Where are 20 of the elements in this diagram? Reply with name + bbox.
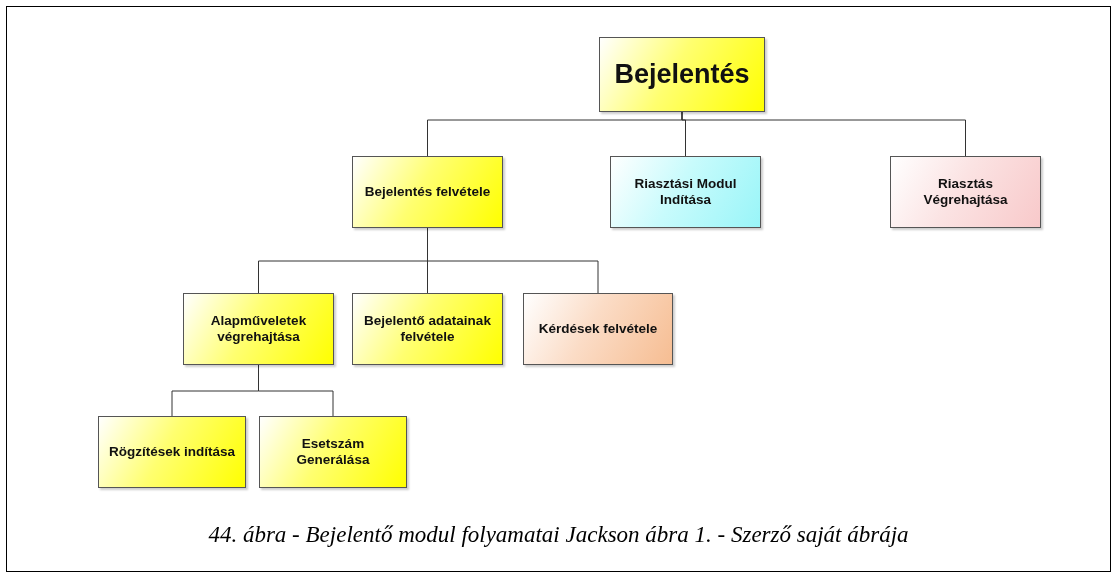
box-label: Bejelentő adatainak felvétele bbox=[363, 312, 492, 346]
connector-line bbox=[681, 111, 966, 157]
box-label: Alapműveletek végrehajtása bbox=[209, 312, 308, 346]
box-label: Riasztás Végrehajtása bbox=[922, 175, 1009, 209]
box-label: Riasztási Modul Indítása bbox=[633, 175, 738, 209]
process-box bbox=[98, 416, 246, 488]
process-box bbox=[183, 293, 334, 365]
figure-caption: 44. ábra - Bejelentő modul folyamatai Jackson ábra 1. - Szerző saját ábrája bbox=[207, 522, 910, 548]
process-box bbox=[599, 37, 765, 112]
box-label: Rögzítések indítása bbox=[108, 443, 235, 461]
process-box bbox=[352, 293, 503, 365]
process-box bbox=[352, 156, 503, 228]
box-label: Bejelentés bbox=[614, 58, 750, 91]
process-box bbox=[259, 416, 407, 488]
box-label: Esetszám Generálása bbox=[295, 435, 371, 469]
box-label: Bejelentés felvétele bbox=[364, 183, 491, 201]
process-box bbox=[523, 293, 673, 365]
process-box bbox=[890, 156, 1041, 228]
box-label: Kérdések felvétele bbox=[538, 320, 658, 338]
process-box bbox=[610, 156, 761, 228]
